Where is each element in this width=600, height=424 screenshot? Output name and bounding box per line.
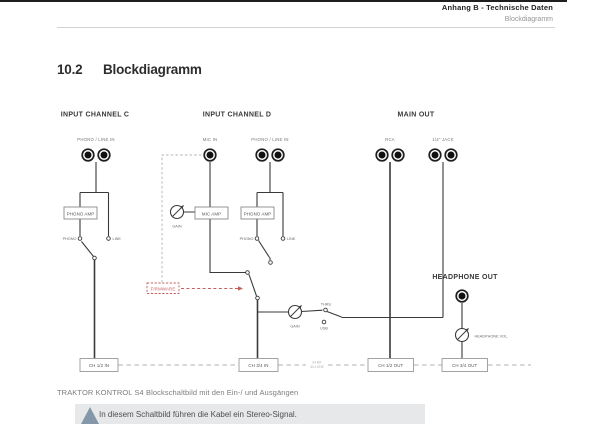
mic-gain-label: GAIN <box>172 225 182 229</box>
ch12-in-box <box>79 358 119 372</box>
firmware-dashed-box <box>146 282 180 294</box>
headphone-connector-icon <box>455 289 469 303</box>
ch12-in-label: CH 1/2 IN <box>89 363 109 368</box>
label-mic-in: MIC IN <box>203 137 218 142</box>
phono-amp-label-c: PHONO AMP <box>67 211 95 216</box>
warning-triangle-icon <box>81 407 99 424</box>
mic-amp-label: MIC AMP <box>202 211 221 216</box>
label-rca: RCA <box>385 137 395 142</box>
channel-d-phono-wires <box>254 162 286 265</box>
jack-connector-icon-main-out <box>429 149 457 161</box>
section-number: 10.2 <box>57 62 83 77</box>
output-gain-label: GAIN <box>290 325 300 329</box>
headphone-volume-knob-icon <box>454 327 470 343</box>
mic-gain-knob-icon <box>169 204 185 220</box>
heading-main-out: MAIN OUT <box>397 112 434 119</box>
note-text: In diesem Schaltbild führen die Kabel ei… <box>99 410 297 419</box>
mic-connector-icon <box>203 148 217 162</box>
phono-amp-box-d <box>240 206 275 220</box>
ch34-in-label: CH 3/4 IN <box>248 363 268 368</box>
usb-contact-label: USB <box>320 327 328 331</box>
headphone-volume-label: HEADPHONE VOL. <box>475 335 509 339</box>
mic-amp-box <box>194 206 229 220</box>
heading-input-channel-d: INPUT CHANNEL D <box>203 112 272 119</box>
label-phono-line-in-c: PHONO / LINE IN <box>77 137 114 142</box>
ch12-out-box <box>367 358 414 372</box>
bus-spec-line2: 44.1 KHZ <box>310 365 324 369</box>
firmware-boundary-dashed-line <box>161 154 202 282</box>
phono-amp-box-c <box>63 206 98 220</box>
output-gain-knob-icon <box>287 304 303 320</box>
header-chapter: Anhang B - Technische Daten <box>441 3 553 12</box>
firmware-label: FIRMWARE <box>151 287 176 292</box>
heading-input-channel-c: INPUT CHANNEL C <box>61 112 130 119</box>
ch34-out-box <box>441 358 488 372</box>
figure-caption: TRAKTOR KONTROL S4 Blockschaltbild mit d… <box>57 388 299 397</box>
thru-switch-wires <box>257 307 443 325</box>
header-rule <box>57 27 555 28</box>
rca-connector-icon-main-out <box>376 149 404 161</box>
firmware-arrowhead-icon <box>238 286 243 291</box>
switch-line-label-c: LINE <box>113 237 122 241</box>
page-top-rule <box>0 0 567 2</box>
rca-connector-icon-channel-c <box>82 149 110 161</box>
ch12-out-label: CH 1/2 OUT <box>378 363 403 368</box>
thru-contact-label: THRU <box>321 303 332 307</box>
heading-headphone-out: HEADPHONE OUT <box>432 274 498 281</box>
phono-amp-label-d: PHONO AMP <box>244 211 272 216</box>
ch34-out-label: CH 3/4 OUT <box>452 363 477 368</box>
channel-c-wires <box>77 162 111 359</box>
label-quarter-jack: 1/4" JACK <box>432 137 453 142</box>
header-subtitle: Blockdiagramm <box>504 16 553 23</box>
rca-connector-icon-channel-d <box>256 149 284 161</box>
page-title: Blockdiagramm <box>103 62 202 77</box>
channel-d-mic-wires <box>183 162 260 359</box>
label-phono-line-in-d: PHONO / LINE IN <box>251 137 288 142</box>
switch-phono-label-c: PHONO <box>63 237 77 241</box>
switch-line-label-d: LINE <box>287 237 296 241</box>
info-note-box: In diesem Schaltbild führen die Kabel ei… <box>75 404 425 424</box>
ch34-in-box <box>238 358 279 372</box>
bus-spec-line1: 24 BIT <box>312 361 321 365</box>
switch-phono-label-d: PHONO <box>240 237 254 241</box>
